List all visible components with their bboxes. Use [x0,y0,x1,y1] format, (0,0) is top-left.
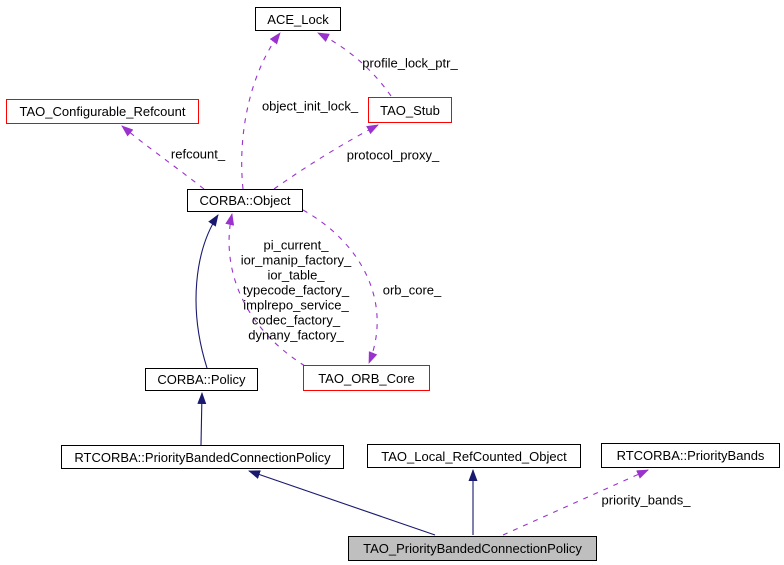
collaboration-edge-corba-object-to-tao-orb-core [302,209,378,364]
edge-label-line: ior_table_ [267,267,325,283]
edge-label-object_init_lock: object_init_lock_ [262,99,358,114]
edge-label-protocol_proxy: protocol_proxy_ [347,148,440,163]
collaboration-edge-tao-orb-core-to-corba-object [225,213,306,367]
class-node-rtcorba-prioritybands[interactable]: RTCORBA::PriorityBands [601,443,780,468]
class-node-tao-orb-core[interactable]: TAO_ORB_Core [303,365,430,391]
edge-label-line: typecode_factory_ [242,282,350,298]
collaboration-edge-corba-object-to-tao-configurable-refcount [121,125,205,190]
collaboration-edge-tao-stub-to-ace-lock [317,32,392,97]
edge-label-pi_current: pi_current_ior_manip_factory_ior_table_t… [241,238,352,343]
class-node-corba-policy[interactable]: CORBA::Policy [145,368,258,391]
class-node-tao-priority-banded-connection-policy: TAO_PriorityBandedConnectionPolicy [348,536,597,561]
edge-label-refcount: refcount_ [171,147,225,162]
class-node-tao-stub[interactable]: TAO_Stub [368,97,452,123]
edge-label-line: refcount_ [170,146,226,162]
class-node-rtcorba-priority-banded-connection-policy[interactable]: RTCORBA::PriorityBandedConnectionPolicy [61,445,344,469]
edge-label-line: protocol_proxy_ [346,147,440,163]
class-node-corba-object[interactable]: CORBA::Object [187,189,303,212]
inheritance-edge-rtcorba-priority-banded-connection-policy-to-corba-policy [197,392,207,446]
edge-label-line: pi_current_ [263,237,329,253]
inheritance-edge-corba-policy-to-corba-object [195,214,219,369]
edge-label-line: dynany_factory_ [248,327,344,343]
edge-label-line: profile_lock_ptr_ [362,55,458,71]
inheritance-edge-tao-priority-banded-connection-policy-to-rtcorba-priority-banded-connection-policy [248,470,436,536]
edge-label-profile_lock_ptr: profile_lock_ptr_ [362,56,457,71]
edge-label-line: ior_manip_factory_ [240,252,352,268]
collaboration-edge-corba-object-to-tao-stub [273,124,379,190]
edge-label-line: implrepo_service_ [243,297,349,313]
class-node-tao-local-refcounted-object[interactable]: TAO_Local_RefCounted_Object [367,444,581,468]
edge-label-line: codec_factory_ [251,312,341,328]
class-node-tao-configurable-refcount[interactable]: TAO_Configurable_Refcount [6,99,199,124]
edge-label-line: object_init_lock_ [261,98,359,114]
edge-label-orb_core: orb_core_ [383,283,442,298]
collaboration-edge-tao-priority-banded-connection-policy-to-rtcorba-prioritybands [502,469,649,536]
edge-label-line: orb_core_ [382,282,442,298]
class-node-ace-lock[interactable]: ACE_Lock [255,7,341,31]
edge-label-line: priority_bands_ [601,492,691,508]
collaboration-edge-corba-object-to-ace-lock [241,32,281,190]
edge-label-priority_bands: priority_bands_ [602,493,691,508]
